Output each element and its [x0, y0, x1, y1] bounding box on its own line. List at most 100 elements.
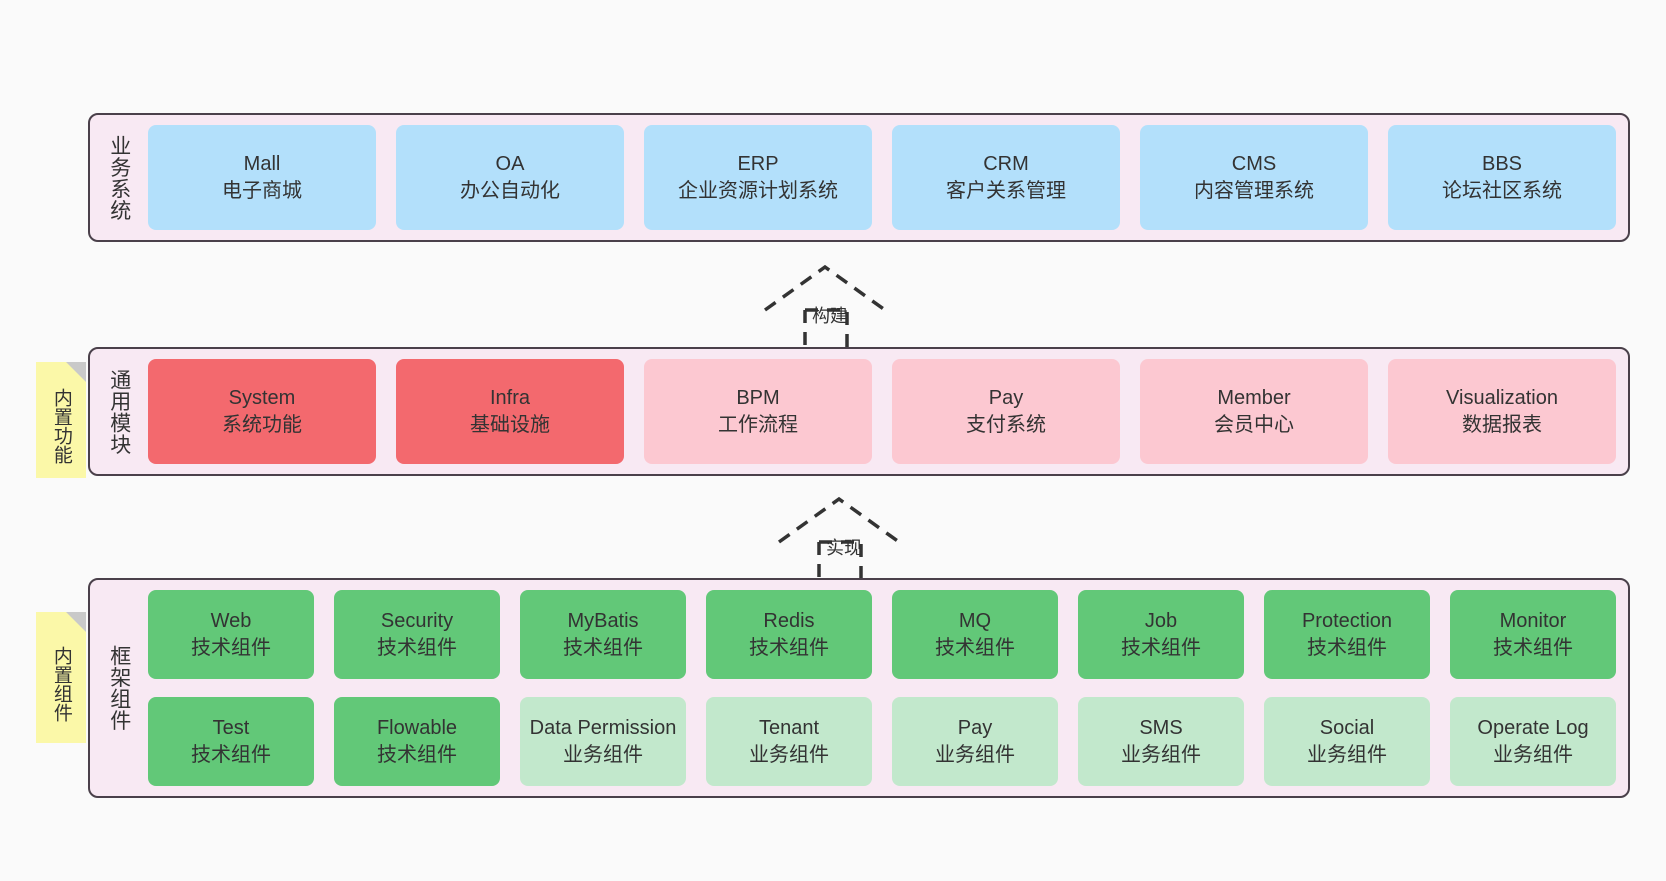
card-title-en: Flowable: [376, 716, 458, 739]
layer-caption-business-system: 业务系统: [107, 134, 131, 221]
card-row: System 系统功能 Infra 基础设施 BPM 工作流程 Pay 支付系统…: [148, 359, 1616, 464]
card-tenant[interactable]: Tenant 业务组件: [706, 697, 872, 786]
card-title-cn: 技术组件: [1493, 636, 1573, 659]
card-title-cn: 基础设施: [470, 413, 550, 436]
card-social[interactable]: Social 业务组件: [1264, 697, 1430, 786]
card-title-cn: 会员中心: [1214, 413, 1294, 436]
layer-body-common-module: System 系统功能 Infra 基础设施 BPM 工作流程 Pay 支付系统…: [136, 359, 1616, 464]
relation-implement-label: 实现: [826, 538, 862, 558]
card-title-en: ERP: [737, 152, 779, 175]
card-title-cn: 论坛社区系统: [1442, 179, 1562, 202]
card-crm[interactable]: CRM 客户关系管理: [892, 125, 1120, 230]
card-title-en: Mall: [243, 152, 281, 175]
card-title-cn: 技术组件: [749, 636, 829, 659]
card-title-en: System: [228, 386, 296, 409]
card-title-en: MyBatis: [567, 609, 639, 632]
card-member[interactable]: Member 会员中心: [1140, 359, 1368, 464]
layer-body-framework-component: Web 技术组件 Security 技术组件 MyBatis 技术组件 Redi…: [136, 590, 1616, 786]
card-title-cn: 业务组件: [1121, 743, 1201, 766]
card-infra[interactable]: Infra 基础设施: [396, 359, 624, 464]
card-title-en: Tenant: [758, 716, 820, 739]
card-flowable[interactable]: Flowable 技术组件: [334, 697, 500, 786]
layer-caption-framework-component: 框架组件: [107, 645, 131, 731]
layer-caption-common-module: 通用模块: [107, 368, 131, 455]
card-title-en: Social: [1319, 716, 1375, 739]
card-visualization[interactable]: Visualization 数据报表: [1388, 359, 1616, 464]
card-title-en: Redis: [763, 609, 815, 632]
relation-build-arrow: [763, 264, 887, 348]
card-bbs[interactable]: BBS 论坛社区系统: [1388, 125, 1616, 230]
card-security[interactable]: Security 技术组件: [334, 590, 500, 679]
card-job[interactable]: Job 技术组件: [1078, 590, 1244, 679]
layer-body-business-system: Mall 电子商城 OA 办公自动化 ERP 企业资源计划系统 CRM 客户关系…: [136, 125, 1616, 230]
relation-build-label: 构建: [812, 306, 848, 326]
card-title-cn: 技术组件: [935, 636, 1015, 659]
card-title-cn: 客户关系管理: [946, 179, 1066, 202]
card-title-en: Pay: [988, 386, 1024, 409]
card-cms[interactable]: CMS 内容管理系统: [1140, 125, 1368, 230]
card-row: Mall 电子商城 OA 办公自动化 ERP 企业资源计划系统 CRM 客户关系…: [148, 125, 1616, 230]
relation-implement-arrow: [777, 496, 901, 578]
card-title-en: Data Permission: [529, 716, 677, 739]
card-title-cn: 工作流程: [718, 413, 798, 436]
card-title-cn: 办公自动化: [460, 179, 560, 202]
layer-common-module[interactable]: 通用模块 System 系统功能 Infra 基础设施 BPM 工作流程 Pay…: [88, 347, 1630, 476]
card-title-cn: 技术组件: [563, 636, 643, 659]
card-system[interactable]: System 系统功能: [148, 359, 376, 464]
card-title-cn: 技术组件: [1121, 636, 1201, 659]
card-title-en: MQ: [958, 609, 992, 632]
card-mybatis[interactable]: MyBatis 技术组件: [520, 590, 686, 679]
card-title-en: Job: [1144, 609, 1178, 632]
sticky-note-label: 内置功能: [50, 388, 72, 464]
card-title-cn: 系统功能: [222, 413, 302, 436]
card-test[interactable]: Test 技术组件: [148, 697, 314, 786]
card-row: Web 技术组件 Security 技术组件 MyBatis 技术组件 Redi…: [148, 590, 1616, 679]
card-operate-log[interactable]: Operate Log 业务组件: [1450, 697, 1616, 786]
card-title-en: Security: [380, 609, 454, 632]
sticky-note-label: 内置组件: [50, 645, 72, 722]
card-mq[interactable]: MQ 技术组件: [892, 590, 1058, 679]
layer-business-system[interactable]: 业务系统 Mall 电子商城 OA 办公自动化 ERP 企业资源计划系统 CRM…: [88, 113, 1630, 242]
card-title-cn: 业务组件: [935, 743, 1015, 766]
card-title-cn: 技术组件: [191, 636, 271, 659]
card-title-cn: 业务组件: [749, 743, 829, 766]
relation-implement: 实现: [771, 496, 921, 578]
card-redis[interactable]: Redis 技术组件: [706, 590, 872, 679]
card-title-en: BBS: [1481, 152, 1523, 175]
card-title-cn: 技术组件: [1307, 636, 1387, 659]
card-title-cn: 电子商城: [222, 179, 302, 202]
card-protection[interactable]: Protection 技术组件: [1264, 590, 1430, 679]
card-title-en: Infra: [489, 386, 531, 409]
card-title-cn: 业务组件: [563, 743, 643, 766]
card-title-en: Monitor: [1499, 609, 1567, 632]
card-title-en: Protection: [1301, 609, 1393, 632]
card-mall[interactable]: Mall 电子商城: [148, 125, 376, 230]
sticky-note-builtin-component[interactable]: 内置组件: [36, 612, 86, 743]
card-erp[interactable]: ERP 企业资源计划系统: [644, 125, 872, 230]
card-title-cn: 支付系统: [966, 413, 1046, 436]
card-pay[interactable]: Pay 支付系统: [892, 359, 1120, 464]
card-data-permission[interactable]: Data Permission 业务组件: [520, 697, 686, 786]
card-title-en: Web: [210, 609, 252, 632]
card-oa[interactable]: OA 办公自动化: [396, 125, 624, 230]
sticky-note-builtin-function[interactable]: 内置功能: [36, 362, 86, 478]
card-title-en: Member: [1217, 386, 1291, 409]
card-sms[interactable]: SMS 业务组件: [1078, 697, 1244, 786]
card-title-cn: 技术组件: [377, 636, 457, 659]
layer-framework-component[interactable]: 框架组件 Web 技术组件 Security 技术组件 MyBatis 技术组件…: [88, 578, 1630, 798]
card-pay-business[interactable]: Pay 业务组件: [892, 697, 1058, 786]
card-title-en: BPM: [736, 386, 780, 409]
folded-corner-icon: [66, 362, 86, 382]
card-title-cn: 技术组件: [191, 743, 271, 766]
card-title-cn: 技术组件: [377, 743, 457, 766]
card-monitor[interactable]: Monitor 技术组件: [1450, 590, 1616, 679]
card-web[interactable]: Web 技术组件: [148, 590, 314, 679]
card-title-cn: 数据报表: [1462, 413, 1542, 436]
card-bpm[interactable]: BPM 工作流程: [644, 359, 872, 464]
card-title-en: Pay: [957, 716, 993, 739]
card-title-cn: 内容管理系统: [1194, 179, 1314, 202]
card-title-en: Test: [212, 716, 250, 739]
card-title-cn: 业务组件: [1493, 743, 1573, 766]
card-title-en: CRM: [983, 152, 1029, 175]
